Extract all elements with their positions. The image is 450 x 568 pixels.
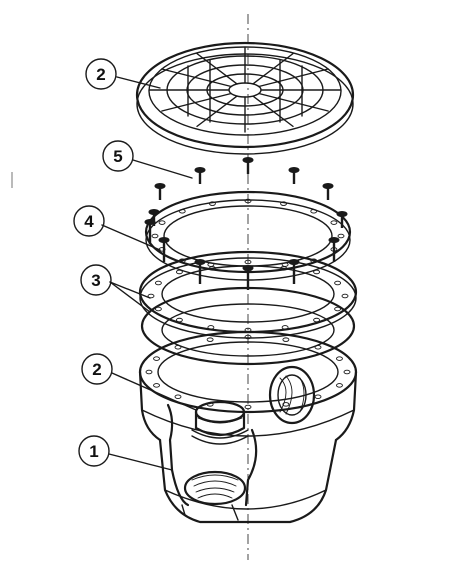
callout-ring: 4 xyxy=(73,205,105,237)
grate-spoke xyxy=(161,68,232,88)
bolt-hole xyxy=(174,394,182,399)
bolt-hole xyxy=(175,269,183,275)
svg-text:3: 3 xyxy=(91,271,100,290)
grate-spoke xyxy=(196,95,238,128)
grate-spoke xyxy=(252,52,294,85)
callout-gaskets: 3 xyxy=(80,264,112,296)
grate-spoke xyxy=(161,92,232,112)
bolt-hole xyxy=(334,280,342,286)
callout-housing: 1 xyxy=(78,435,110,467)
bolt-hole xyxy=(334,306,342,312)
svg-text:1: 1 xyxy=(89,442,98,461)
bolt-hole xyxy=(153,356,160,361)
callout-screws: 5 xyxy=(102,140,134,172)
bolt-hole xyxy=(280,201,288,206)
bolt-hole xyxy=(281,262,289,267)
bolt-hole xyxy=(175,317,183,323)
bolt-hole xyxy=(154,280,162,286)
bolt-hole xyxy=(154,306,162,312)
bolt-hole xyxy=(313,269,321,275)
bolt-hole xyxy=(208,201,216,206)
bolt-hole xyxy=(207,325,215,330)
grate-spoke xyxy=(258,68,329,88)
bolt-hole xyxy=(336,356,343,361)
bolt-hole xyxy=(281,325,289,330)
bolt-hole xyxy=(151,233,159,239)
grate-spoke xyxy=(258,92,329,112)
bolt-hole xyxy=(207,262,215,267)
grate-spoke xyxy=(196,52,238,85)
bolt-hole xyxy=(336,383,343,388)
svg-text:2: 2 xyxy=(92,360,101,379)
svg-text:2: 2 xyxy=(96,65,105,84)
bolt-hole xyxy=(158,220,166,225)
bolt-hole xyxy=(282,337,290,342)
svg-text:4: 4 xyxy=(84,212,94,231)
grate-cover xyxy=(135,41,355,155)
bolt-hole xyxy=(282,402,290,407)
bolt-hole xyxy=(314,394,322,399)
bolt-hole xyxy=(330,220,338,225)
bolt-hole xyxy=(337,233,345,239)
bolt-hole xyxy=(341,293,349,299)
callout-fitting: 2 xyxy=(81,353,113,385)
bolt-hole xyxy=(314,345,322,350)
bolt-hole xyxy=(313,317,321,323)
bolt-hole xyxy=(178,209,186,214)
bolt-hole xyxy=(206,337,214,342)
leader-lines xyxy=(101,76,197,471)
grate-spoke xyxy=(252,95,294,128)
bolt-hole xyxy=(145,369,153,375)
bolt-hole xyxy=(147,293,155,299)
callout-grate: 2 xyxy=(85,58,117,90)
bolt-hole xyxy=(310,209,318,214)
bolt-hole xyxy=(343,369,351,375)
bolt-hole xyxy=(153,383,160,388)
bolt-hole xyxy=(174,345,182,350)
svg-text:5: 5 xyxy=(113,147,122,166)
